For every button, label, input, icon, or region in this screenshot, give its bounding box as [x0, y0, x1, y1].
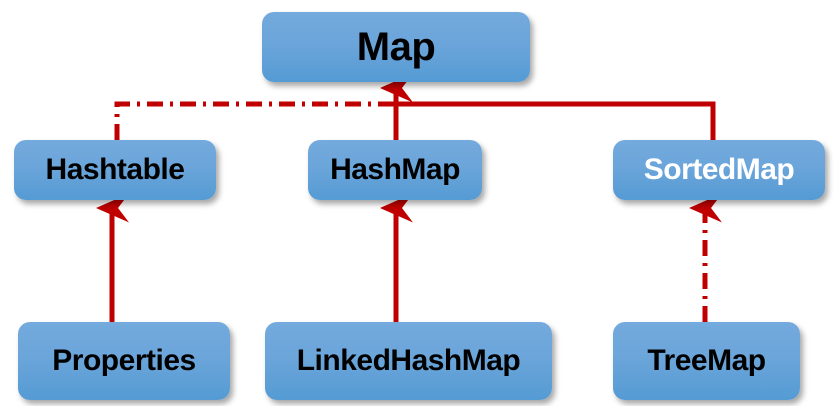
node-hashmap[interactable]: HashMap	[308, 140, 482, 200]
node-hashmap-label: HashMap	[330, 153, 460, 186]
node-treemap[interactable]: TreeMap	[613, 322, 800, 400]
node-map[interactable]: Map	[262, 12, 530, 82]
node-linkedhashmap-label: LinkedHashMap	[296, 344, 521, 377]
node-sortedmap[interactable]: SortedMap	[613, 140, 825, 200]
edge-sortedmap-to-map	[396, 101, 716, 140]
edge-hashtable-to-map	[114, 101, 396, 140]
node-sortedmap-label: SortedMap	[643, 153, 795, 186]
node-properties-label: Properties	[52, 344, 196, 377]
node-treemap-label: TreeMap	[647, 344, 766, 377]
node-map-label: Map	[356, 25, 436, 69]
node-properties[interactable]: Properties	[18, 322, 230, 400]
node-linkedhashmap[interactable]: LinkedHashMap	[265, 322, 552, 400]
node-hashtable-label: Hashtable	[45, 153, 185, 186]
node-hashtable[interactable]: Hashtable	[14, 140, 216, 200]
